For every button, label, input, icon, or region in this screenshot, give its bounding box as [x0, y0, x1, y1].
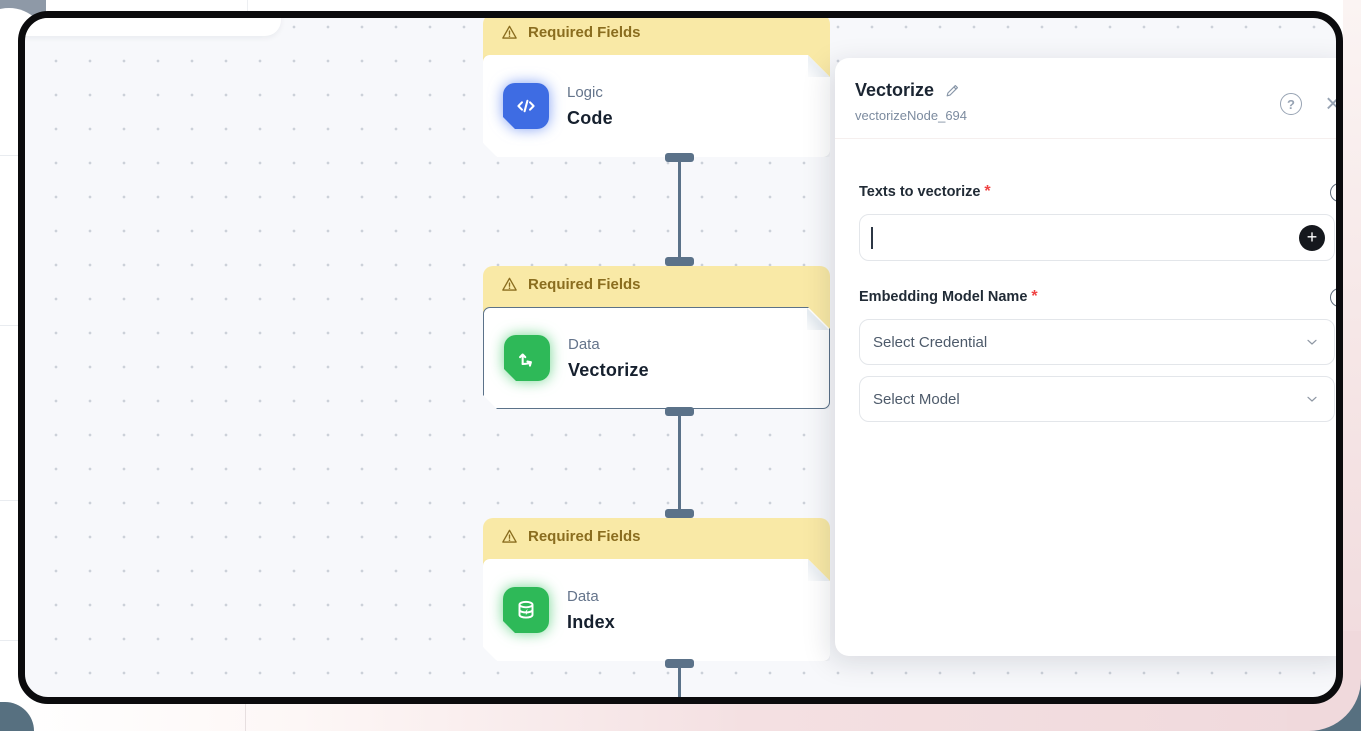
database-icon [503, 587, 549, 633]
chevron-down-icon [1307, 396, 1317, 402]
page-grid-line [247, 0, 248, 11]
page-gutter-line [0, 640, 18, 641]
node-card-vectorize[interactable]: Data Vectorize [483, 307, 830, 409]
panel-title: Vectorize [855, 80, 935, 100]
help-icon[interactable]: ? [1280, 93, 1302, 115]
chevron-down-icon [1307, 339, 1317, 345]
edge-code-vectorize [678, 158, 681, 266]
edge-vectorize-index [678, 412, 681, 518]
page-gutter-line [0, 155, 18, 156]
page-gutter-line [0, 500, 18, 501]
warning-icon [502, 277, 517, 291]
vector-icon [504, 335, 550, 381]
page-gutter-line [0, 325, 18, 326]
target-handle-vectorize[interactable] [665, 257, 694, 266]
target-handle-index[interactable] [665, 509, 694, 518]
node-title: Code [567, 107, 613, 128]
page-grid-line [245, 704, 246, 731]
node-card-index[interactable]: Data Index [483, 559, 830, 661]
flow-canvas[interactable]: Required Fields Logic Code [18, 11, 1343, 704]
add-item-button[interactable]: + [1299, 224, 1325, 251]
node-vectorize[interactable]: Required Fields Data Vectorize [483, 266, 830, 329]
field-label-embedding: Embedding Model Name [859, 289, 1028, 305]
required-asterisk: * [984, 183, 991, 200]
node-index[interactable]: Required Fields Data Index [483, 518, 830, 581]
warning-icon [502, 25, 517, 39]
node-config-panel: Vectorize vectorizeNode_694 ? × Texts to… [835, 58, 1341, 656]
text-caret [871, 226, 873, 249]
node-card-code[interactable]: Logic Code [483, 55, 830, 157]
node-category: Logic [567, 83, 603, 101]
source-handle-index[interactable] [665, 659, 694, 668]
source-handle-code[interactable] [665, 153, 694, 162]
page-background-bottom [0, 704, 1361, 731]
page-background-right [1343, 0, 1361, 731]
toolbar-stub [25, 18, 281, 36]
field-label-texts: Texts to vectorize [859, 184, 981, 200]
select-credential-dropdown[interactable]: Select Credential [859, 319, 1335, 365]
texts-to-vectorize-input[interactable]: + [859, 214, 1335, 261]
required-asterisk: * [1031, 288, 1038, 305]
select-model-dropdown[interactable]: Select Model [859, 376, 1335, 422]
code-icon [503, 83, 549, 129]
banner-label: Required Fields [528, 528, 641, 545]
banner-label: Required Fields [528, 24, 641, 41]
node-title: Index [567, 611, 616, 632]
edit-icon[interactable] [944, 82, 961, 99]
close-icon[interactable]: × [1325, 88, 1341, 118]
source-handle-vectorize[interactable] [665, 407, 694, 416]
banner-label: Required Fields [528, 276, 641, 293]
select-credential-placeholder: Select Credential [873, 333, 988, 351]
select-model-placeholder: Select Model [873, 390, 960, 408]
divider [835, 138, 1336, 139]
node-category: Data [567, 587, 599, 605]
info-icon[interactable]: i [1330, 182, 1336, 202]
info-icon[interactable]: i [1330, 287, 1336, 307]
node-id: vectorizeNode_694 [855, 108, 968, 123]
edge-index-out [678, 663, 681, 697]
node-code[interactable]: Required Fields Logic Code [483, 18, 830, 77]
warning-icon [502, 529, 517, 543]
node-title: Vectorize [568, 359, 649, 380]
node-category: Data [568, 335, 600, 353]
